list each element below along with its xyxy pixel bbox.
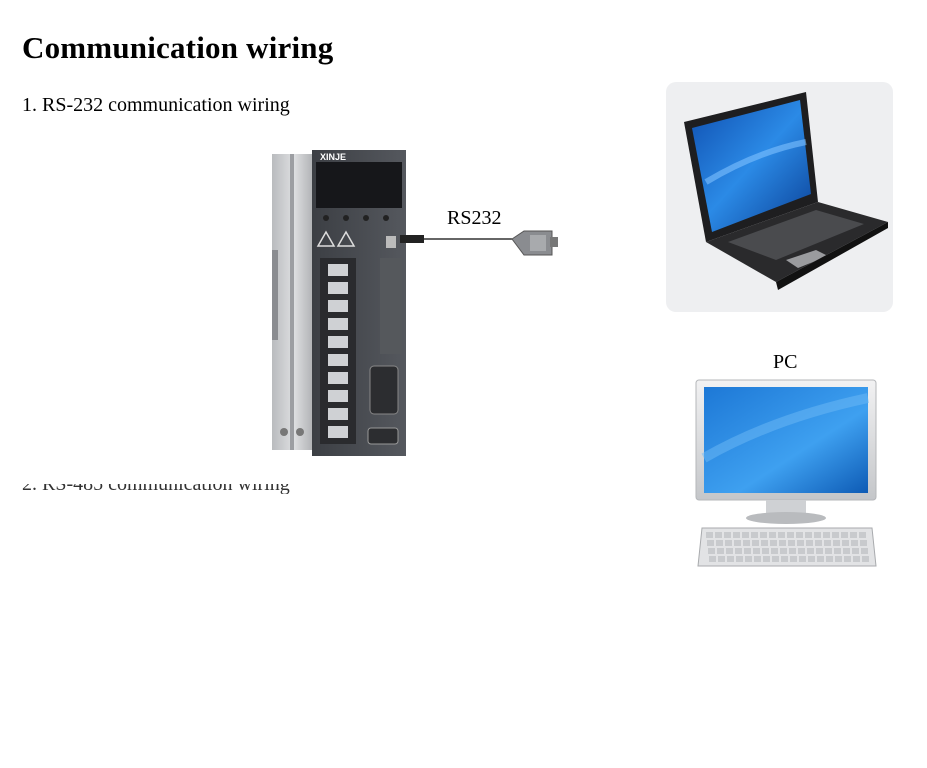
keyboard-key (826, 556, 833, 562)
keyboard-key (833, 540, 840, 546)
keyboard-key (841, 532, 848, 538)
keyboard-key (771, 548, 778, 554)
keyboard-key (797, 540, 804, 546)
keyboard-key (743, 540, 750, 546)
keyboard-key (799, 556, 806, 562)
keyboard-key (851, 540, 858, 546)
terminal-screw (328, 318, 348, 330)
keyboard-key (817, 556, 824, 562)
keyboard-key (708, 548, 715, 554)
keyboard-key (752, 540, 759, 546)
terminal-block (328, 264, 348, 438)
keyboard-key (844, 556, 851, 562)
keyboard-key (835, 556, 842, 562)
keyboard-key (860, 540, 867, 546)
keyboard-key (754, 556, 761, 562)
keyboard-key (852, 548, 859, 554)
keyboard-key (751, 532, 758, 538)
keyboard-key (763, 556, 770, 562)
cable-label: RS232 (447, 207, 502, 229)
terminal-screw (328, 390, 348, 402)
terminal-screw (328, 408, 348, 420)
keyboard-key (734, 540, 741, 546)
keyboard-key (762, 548, 769, 554)
warning-icon (316, 230, 356, 247)
keyboard-key (816, 548, 823, 554)
keyboard-key (834, 548, 841, 554)
pc-label: PC (773, 351, 798, 373)
keyboard-key (727, 556, 734, 562)
device-brand-label: XINJE (320, 152, 346, 162)
keyboard-key (815, 540, 822, 546)
keyboard-key (718, 556, 725, 562)
keyboard-key (850, 532, 857, 538)
section-heading-rs232: 1. RS-232 communication wiring (22, 94, 290, 116)
keyboard-key (862, 556, 869, 562)
keyboard-key (780, 548, 787, 554)
keyboard-key (769, 532, 776, 538)
section-heading-rs485: 2. RS-485 communication wiring (22, 484, 290, 494)
servo-drive-image: XINJE (272, 150, 406, 456)
keyboard-key (842, 540, 849, 546)
keyboard-key (724, 532, 731, 538)
terminal-screw (328, 336, 348, 348)
keyboard-key (824, 540, 831, 546)
keyboard-key (726, 548, 733, 554)
terminal-screw (328, 264, 348, 276)
keyboard-key (859, 532, 866, 538)
keyboard-key (825, 548, 832, 554)
keyboard-key (745, 556, 752, 562)
keyboard-key (744, 548, 751, 554)
terminal-screw (328, 282, 348, 294)
keyboard-key (742, 532, 749, 538)
keyboard-key (861, 548, 868, 554)
keyboard-key (735, 548, 742, 554)
device-button-row (323, 215, 389, 221)
keyboard-key (823, 532, 830, 538)
keyboard-key (770, 540, 777, 546)
keyboard-key (808, 556, 815, 562)
keyboard-key (798, 548, 805, 554)
terminal-screw (328, 354, 348, 366)
keyboard-key (787, 532, 794, 538)
keyboard-key (788, 540, 795, 546)
terminal-screw (328, 426, 348, 438)
keyboard-key (706, 532, 713, 538)
keyboard-key (760, 532, 767, 538)
keyboard-key (790, 556, 797, 562)
keyboard-key (707, 540, 714, 546)
desktop-pc-image (695, 379, 877, 567)
keyboard-key (709, 556, 716, 562)
keyboard-key (772, 556, 779, 562)
keyboard-key (843, 548, 850, 554)
rs232-cable (400, 230, 558, 256)
keyboard-key (781, 556, 788, 562)
keyboard-key (789, 548, 796, 554)
keyboard-key (733, 532, 740, 538)
keyboard-key (715, 532, 722, 538)
keyboard-key (832, 532, 839, 538)
keyboard-key (779, 540, 786, 546)
keyboard-key (806, 540, 813, 546)
laptop-image (666, 82, 893, 312)
keyboard-key (853, 556, 860, 562)
page-title: Communication wiring (22, 30, 334, 65)
terminal-screw (328, 372, 348, 384)
keyboard-key (778, 532, 785, 538)
keyboard-key (761, 540, 768, 546)
usb-port (386, 236, 396, 248)
terminal-screw (328, 300, 348, 312)
keyboard-key (805, 532, 812, 538)
keyboard-key (717, 548, 724, 554)
keyboard (706, 532, 869, 562)
keyboard-key (807, 548, 814, 554)
keyboard-key (814, 532, 821, 538)
keyboard-key (736, 556, 743, 562)
keyboard-key (725, 540, 732, 546)
keyboard-key (716, 540, 723, 546)
keyboard-key (796, 532, 803, 538)
keyboard-key (753, 548, 760, 554)
